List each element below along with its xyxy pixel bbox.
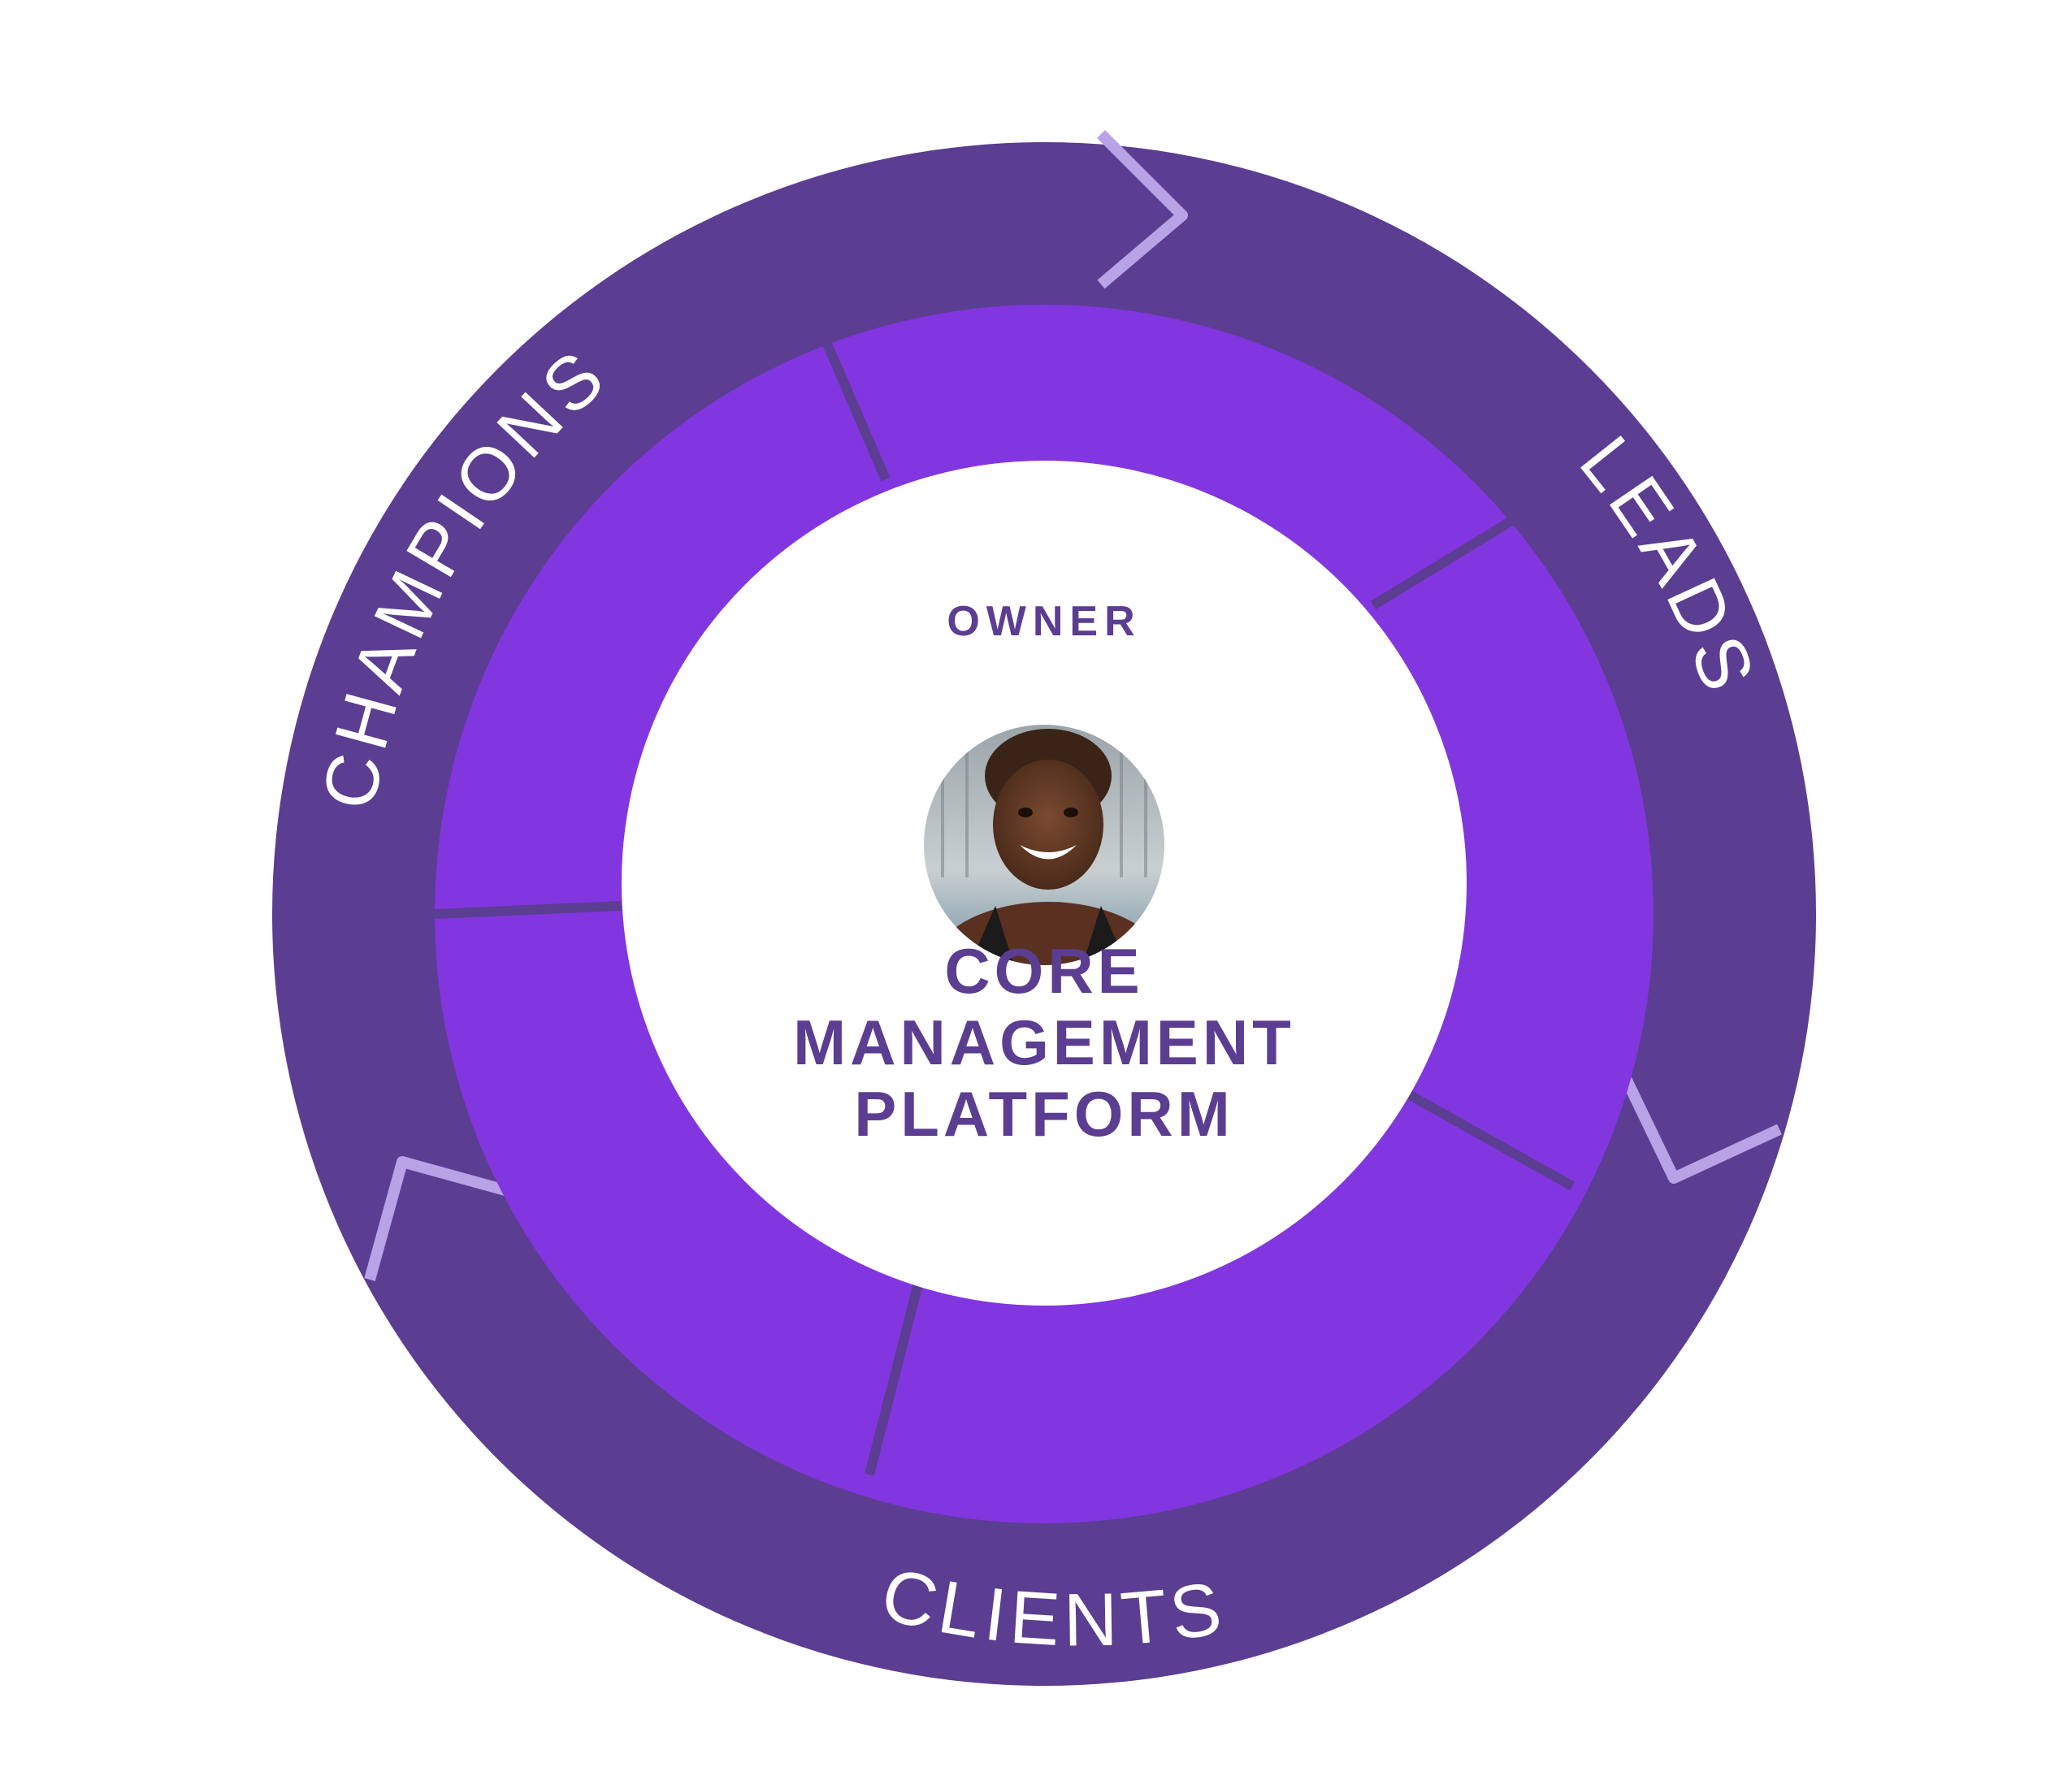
owner-avatar [924, 725, 1164, 965]
platform-title-line-2: MANAGEMENT [793, 1007, 1295, 1078]
platform-title-line-1: CORE [944, 935, 1143, 1007]
platform-title-line-3: PLATFORM [854, 1078, 1233, 1150]
arrow-chevron-right [1615, 1065, 1782, 1184]
owner-label: OWNER [947, 598, 1141, 645]
segment-divider [1370, 511, 1523, 610]
segment-divider [865, 1282, 923, 1476]
segment-divider [1403, 1088, 1575, 1191]
segment-divider [434, 901, 622, 919]
segment-divider [816, 327, 891, 482]
arrow-chevron-top [1097, 130, 1188, 289]
arrow-chevron-left [364, 1156, 522, 1281]
